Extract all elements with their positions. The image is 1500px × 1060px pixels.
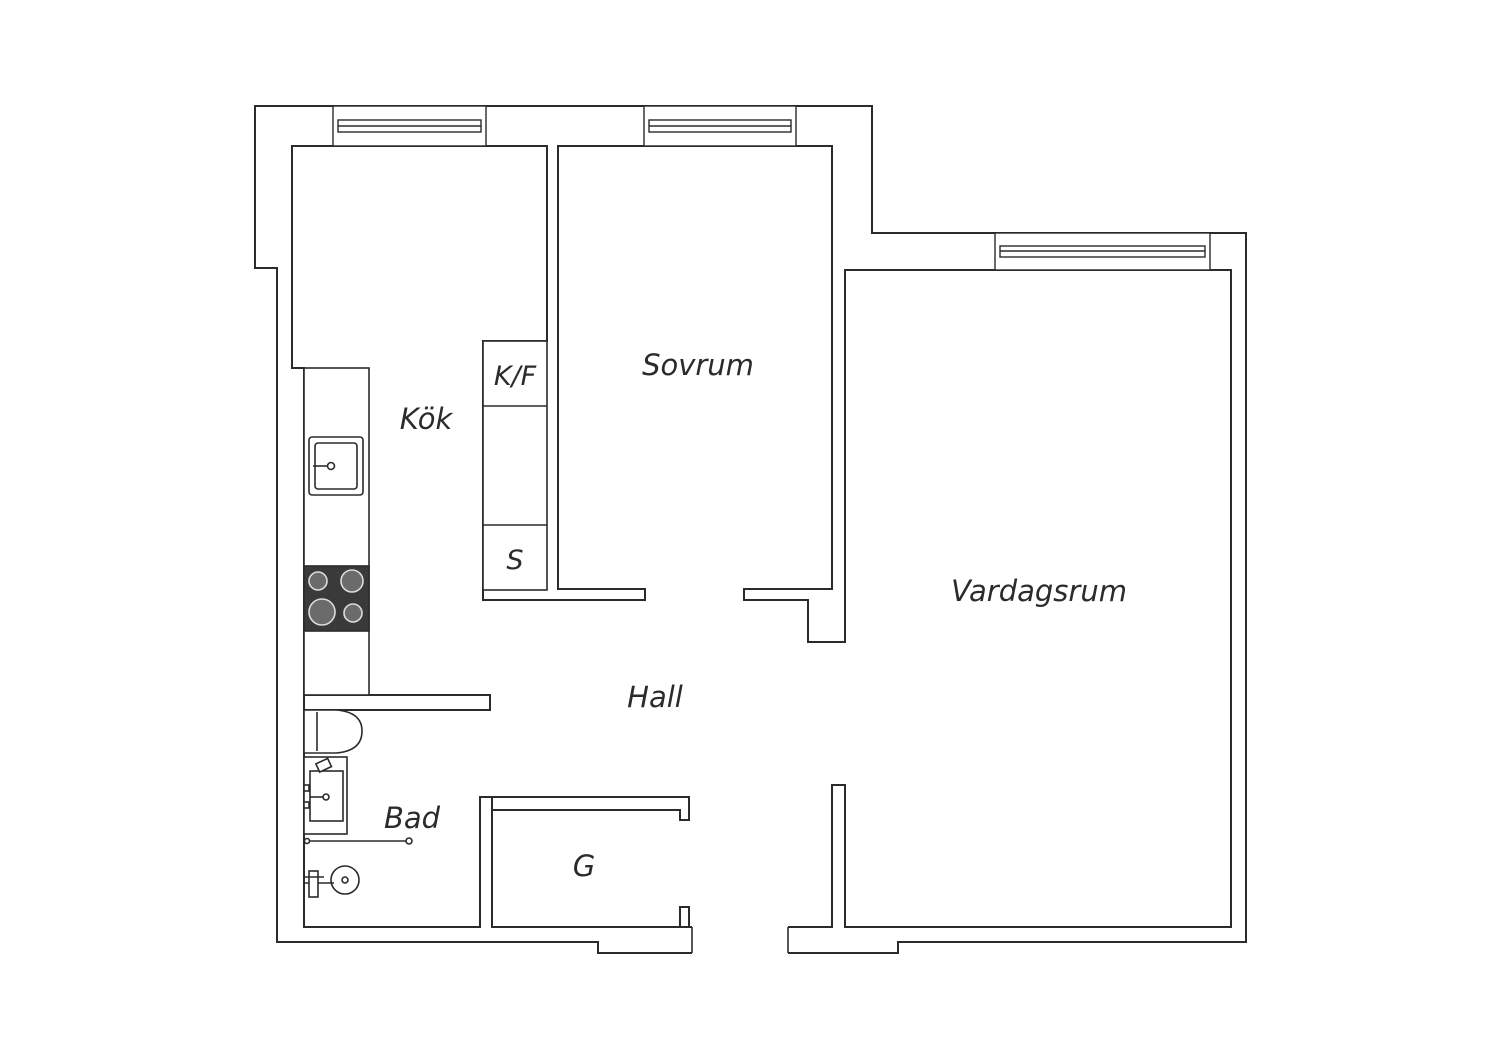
window-kitchen (332, 105, 487, 147)
shower-icon (304, 865, 360, 898)
kitchen-bath-partition (303, 694, 491, 711)
room-label-bedroom: Sovrum (642, 348, 754, 382)
shower-curtain-icon (303, 837, 413, 845)
label-fridge-freezer: K/F (494, 361, 537, 392)
room-label-living-room: Vardagsrum (951, 574, 1127, 608)
room-label-kitchen: Kök (400, 402, 454, 436)
window-bedroom (643, 105, 797, 147)
closet-wall (480, 796, 690, 821)
label-cabinet: S (506, 545, 523, 576)
window-living-room (994, 232, 1211, 271)
washbasin-icon (303, 756, 348, 835)
kitchen-sink-icon (308, 436, 364, 496)
toilet-icon (303, 709, 363, 754)
room-label-bathroom: Bad (384, 801, 441, 835)
room-label-hall: Hall (627, 680, 683, 714)
fridge-cabinet-unit (482, 340, 548, 591)
room-label-closet: G (573, 849, 595, 883)
kitchen-counter (303, 367, 370, 696)
stove-icon (303, 565, 370, 632)
closet-door-jamb (679, 906, 690, 928)
entrance-door-gap (692, 925, 788, 956)
